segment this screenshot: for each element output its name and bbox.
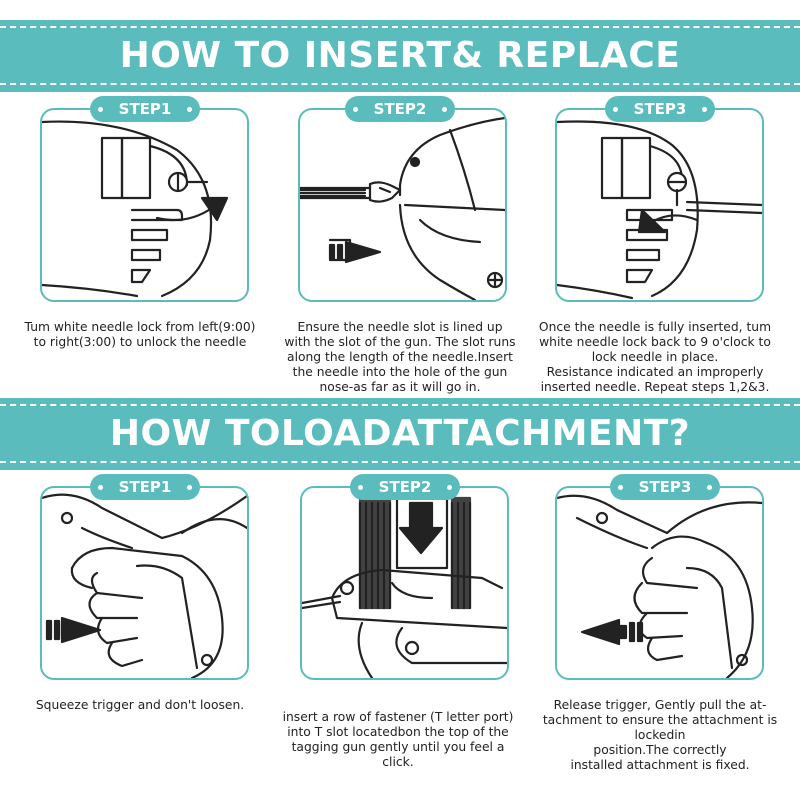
step-badge-2-needle: STEP2 (345, 96, 455, 122)
section-banner-needle: HOW TO INSERT& REPLACE THENEEDLE? (0, 20, 800, 148)
step-badge-3-needle: STEP3 (605, 96, 715, 122)
step-badge-2-attachment: STEP2 (350, 474, 460, 500)
step-badge-1-needle: STEP1 (90, 96, 200, 122)
step-caption-3-needle: Once the needle is fully inserted, tum w… (538, 320, 772, 394)
right-arrow-icon (200, 196, 229, 222)
step-panel-1-attachment (40, 486, 249, 680)
step-caption-1-attachment: Squeeze trigger and don't loosen. (35, 698, 245, 712)
down-arrow-icon (408, 501, 434, 533)
tagging-gun-icon (300, 116, 505, 300)
step-badge-3-attachment: STEP3 (610, 474, 720, 500)
step-caption-1-needle: Tum white needle lock from left(9:00) to… (24, 320, 256, 349)
step-panel-3-attachment (555, 486, 764, 680)
section-title-attachment: HOW TOLOADATTACHMENT? (109, 413, 691, 454)
section-title-needle: HOW TO INSERT& REPLACE THENEEDLE? (119, 35, 681, 148)
step-panel-1-needle (40, 108, 249, 302)
hand-icon (557, 494, 762, 678)
left-arrow-icon (637, 208, 667, 234)
needle-lock-icon (557, 120, 762, 300)
step-panel-3-needle (555, 108, 764, 302)
hand-icon (42, 493, 247, 678)
tagging-gun-icon (302, 496, 507, 678)
step-caption-3-attachment: Release trigger, Gently pull the at- tac… (542, 698, 778, 772)
step-badge-1-attachment: STEP1 (90, 474, 200, 500)
step-caption-2-attachment: insert a row of fastener (T letter port)… (282, 710, 514, 769)
step-panel-2-needle (298, 108, 507, 302)
needle-lock-icon (42, 120, 229, 298)
step-caption-2-needle: Ensure the needle slot is lined up with … (284, 320, 516, 394)
section-banner-attachment: HOW TOLOADATTACHMENT? (0, 398, 800, 470)
step-panel-2-attachment (300, 486, 509, 680)
